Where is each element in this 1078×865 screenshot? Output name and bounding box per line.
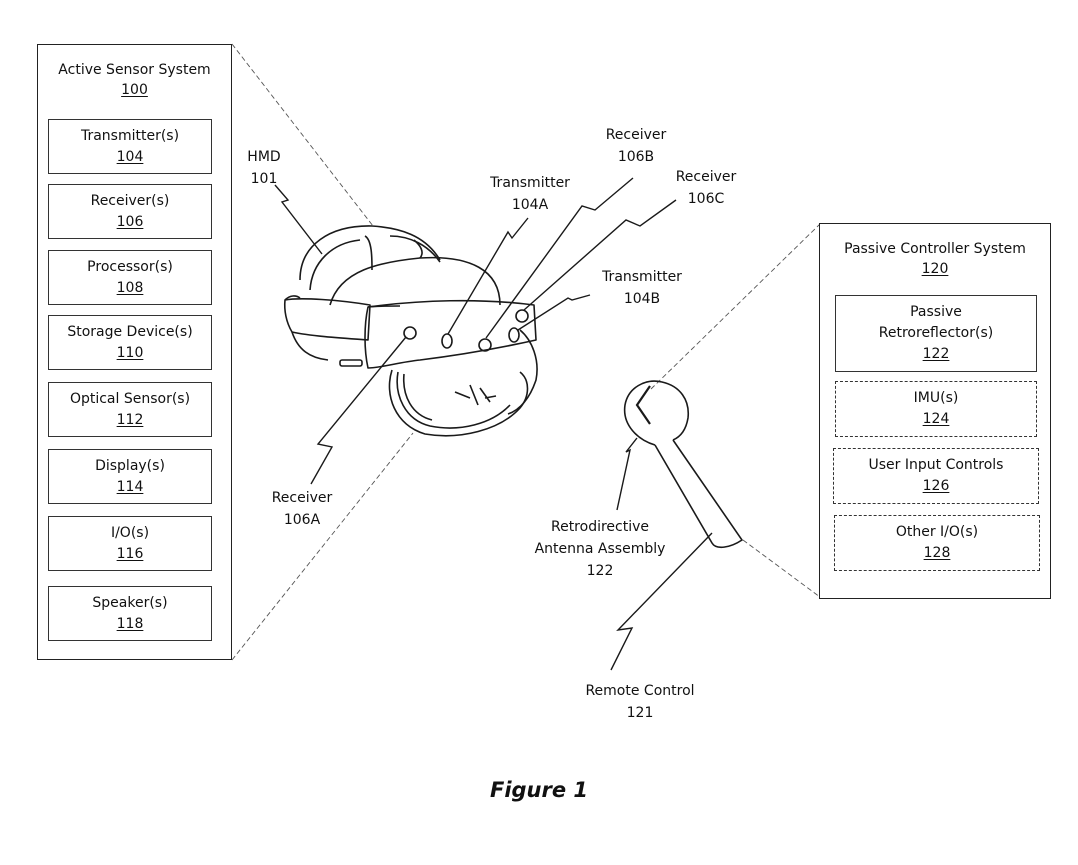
remote-control-drawing	[623, 380, 744, 549]
component-ref: 116	[116, 545, 144, 562]
component-ref: 110	[116, 344, 144, 361]
component-passive-retroreflectors: Passive Retroreflector(s) 122	[835, 295, 1037, 372]
callout-receiver-106a: Receiver 106A	[262, 487, 342, 531]
component-ref: 112	[116, 411, 144, 428]
leader-lines	[274, 177, 713, 671]
panel-ref-number: 100	[121, 82, 148, 98]
figure-caption: Figure 1	[489, 778, 589, 802]
component-transmitters: Transmitter(s) 104	[48, 119, 212, 174]
component-label: IMU(s)	[913, 390, 959, 406]
active-sensor-system-title: Active Sensor System 100	[38, 60, 231, 100]
passive-controller-system-title: Passive Controller System 120	[820, 239, 1050, 279]
component-speakers: Speaker(s) 118	[48, 586, 212, 641]
callout-ref: 104A	[511, 197, 549, 213]
callout-ref: 101	[250, 171, 278, 187]
component-ref: 126	[922, 478, 950, 494]
panel-title-text: Active Sensor System	[58, 62, 211, 78]
component-label: User Input Controls	[868, 457, 1004, 473]
component-label: Receiver(s)	[90, 192, 170, 209]
callout-name: Receiver	[605, 127, 667, 143]
component-imus: IMU(s) 124	[835, 381, 1037, 437]
callout-receiver-106b: Receiver 106B	[596, 124, 676, 168]
callout-ref: 106C	[687, 191, 725, 207]
callout-ref: 104B	[623, 291, 661, 307]
callout-ref: 122	[586, 563, 614, 579]
callout-ref: 106B	[617, 149, 655, 165]
component-ref: 114	[116, 478, 144, 495]
component-label-line2: Retroreflector(s)	[878, 325, 994, 341]
callout-name: Transmitter	[602, 269, 682, 285]
callout-receiver-106c: Receiver 106C	[666, 166, 746, 210]
component-label: Transmitter(s)	[80, 127, 180, 144]
component-optical-sensors: Optical Sensor(s) 112	[48, 382, 212, 437]
callout-name: Transmitter	[490, 175, 570, 191]
component-displays: Display(s) 114	[48, 449, 212, 504]
callout-hmd: HMD 101	[238, 146, 290, 190]
active-sensor-system-panel: Active Sensor System 100 Transmitter(s) …	[37, 44, 232, 660]
callout-name: Remote Control	[585, 683, 695, 699]
callout-retrodirective-antenna: Retrodirective Antenna Assembly 122	[520, 516, 680, 582]
component-processors: Processor(s) 108	[48, 250, 212, 305]
component-label: Optical Sensor(s)	[69, 390, 191, 407]
component-ref: 124	[922, 411, 950, 427]
component-storage-devices: Storage Device(s) 110	[48, 315, 212, 370]
component-ref: 122	[922, 346, 950, 362]
component-ref: 108	[116, 279, 144, 296]
component-ref: 118	[116, 615, 144, 632]
component-label: Speaker(s)	[92, 594, 168, 611]
panel-title-text: Passive Controller System	[844, 241, 1026, 257]
callout-remote-control: Remote Control 121	[570, 680, 710, 724]
projection-lines-controller	[650, 223, 821, 598]
panel-ref-number: 120	[921, 261, 949, 277]
hmd-headset-drawing	[283, 225, 538, 437]
component-other-ios: Other I/O(s) 128	[834, 515, 1040, 571]
component-ref: 128	[923, 545, 951, 561]
component-receivers: Receiver(s) 106	[48, 184, 212, 239]
component-user-input-controls: User Input Controls 126	[833, 448, 1039, 504]
callout-line1: Retrodirective	[550, 519, 650, 535]
component-ref: 104	[116, 148, 144, 165]
component-label: Storage Device(s)	[67, 323, 193, 340]
component-label: I/O(s)	[110, 524, 150, 541]
callout-name: HMD	[247, 149, 281, 165]
component-ios: I/O(s) 116	[48, 516, 212, 571]
component-label-line1: Passive	[910, 304, 962, 320]
callout-name: Receiver	[271, 490, 333, 506]
callout-line2: Antenna Assembly	[534, 541, 666, 557]
passive-controller-system-panel: Passive Controller System 120 Passive Re…	[819, 223, 1051, 599]
component-ref: 106	[116, 213, 144, 230]
callout-transmitter-104b: Transmitter 104B	[592, 266, 692, 310]
component-label: Processor(s)	[87, 258, 173, 275]
callout-ref: 121	[626, 705, 654, 721]
projection-lines-hmd	[231, 43, 414, 661]
component-label: Other I/O(s)	[895, 524, 979, 540]
component-label: Display(s)	[95, 457, 165, 474]
callout-transmitter-104a: Transmitter 104A	[480, 172, 580, 216]
callout-ref: 106A	[283, 512, 321, 528]
callout-name: Receiver	[675, 169, 737, 185]
